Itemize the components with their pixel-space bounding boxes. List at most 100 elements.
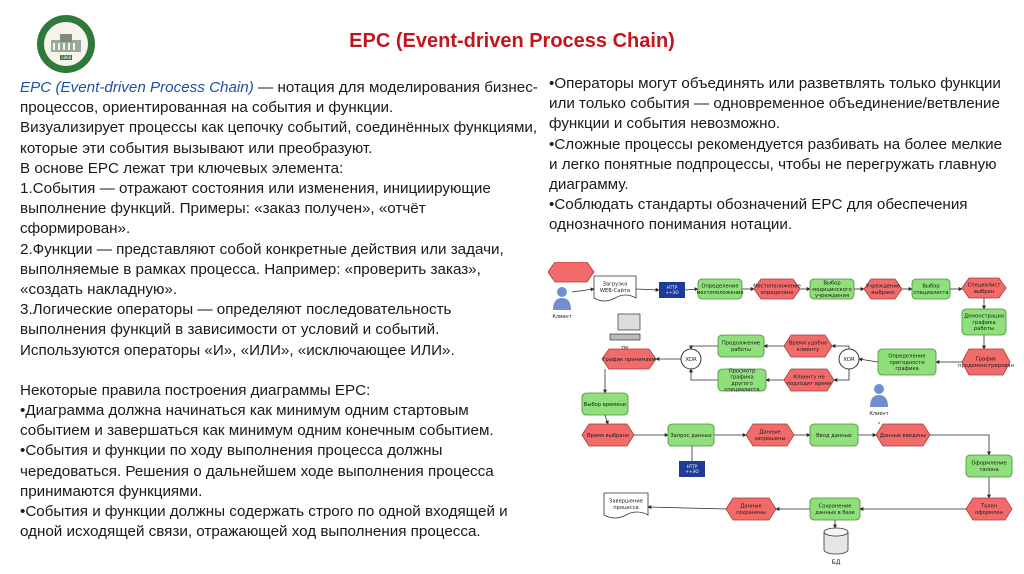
intro-paragraph: EPC (Event-driven Process Chain) — нотац… xyxy=(20,78,540,118)
event-node xyxy=(863,278,903,300)
event-node xyxy=(961,277,1007,299)
connector xyxy=(833,369,850,382)
person-label: Клиент xyxy=(869,411,888,417)
info-system-node xyxy=(679,461,705,477)
xor-operator xyxy=(680,348,702,370)
left-line: 3.Логические операторы — определяют посл… xyxy=(20,301,455,359)
right-column: •Операторы могут объединять или разветвл… xyxy=(549,74,1009,236)
database-icon xyxy=(823,532,849,555)
database-label: БД xyxy=(832,559,841,566)
event-node-label: График принимаем xyxy=(602,357,655,363)
function-node xyxy=(809,497,861,521)
left-line: 2.Функции — представляют собой конкретны… xyxy=(20,240,504,299)
rule-item: •Сложные процессы рекомендуется разбиват… xyxy=(549,135,1003,194)
function-node xyxy=(961,308,1007,336)
function-node xyxy=(911,278,951,300)
rules-heading: Некоторые правила построения диаграммы E… xyxy=(20,381,371,399)
connector xyxy=(571,287,595,293)
info-system-node-label: HTTP++ЭО xyxy=(685,464,699,474)
connector xyxy=(635,287,660,292)
function-node xyxy=(697,278,743,300)
rule-item: •Соблюдать стандарты обозначений EPC для… xyxy=(549,196,968,234)
rule-item: •События и функции должны содержать стро… xyxy=(20,503,508,541)
info-system-node-label: HTTP++ЭО xyxy=(665,285,679,295)
connector xyxy=(689,368,718,381)
function-node xyxy=(877,348,937,376)
connector xyxy=(647,505,727,510)
page-title: EPC (Event-driven Process Chain) xyxy=(349,30,675,52)
info-system-node xyxy=(659,282,685,298)
event-node xyxy=(965,497,1013,521)
function-node-label: Выбор времени xyxy=(584,402,626,408)
diagram-connectors xyxy=(571,287,991,529)
function-node xyxy=(717,368,767,392)
connector xyxy=(689,345,718,350)
connector xyxy=(684,287,699,292)
intro-rest: — нотация для моделирования бизнес-проце… xyxy=(20,79,538,117)
function-node xyxy=(667,423,715,447)
connector xyxy=(858,357,879,363)
person-icon xyxy=(557,287,567,297)
keyboard-icon xyxy=(609,333,641,341)
rule-item: •Диаграмма должна начинаться как минимум… xyxy=(20,402,494,440)
event-node xyxy=(745,423,795,447)
event-node xyxy=(725,497,777,521)
connector xyxy=(831,344,850,349)
diagram-nodes: КлиентЗагрузкаWEB-СайтаПКHTTP++ЭООпредел… xyxy=(548,262,1014,566)
function-node xyxy=(809,423,859,447)
left-line: Визуализирует процессы как цепочку событ… xyxy=(20,119,538,157)
function-node xyxy=(965,454,1013,478)
function-node-label: Ввод данных xyxy=(816,433,852,439)
function-node-label: Запрос данных xyxy=(670,433,712,439)
university-logo: 1868 xyxy=(37,15,95,73)
event-node xyxy=(961,348,1011,376)
event-node xyxy=(783,334,833,358)
left-line: В основе EPC лежат три ключевых элемента… xyxy=(20,159,344,177)
event-node xyxy=(783,368,835,392)
function-node xyxy=(809,278,855,300)
connector xyxy=(930,434,991,456)
person-icon xyxy=(553,298,571,310)
svg-text:1868: 1868 xyxy=(61,55,72,60)
event-node-label: Данные введены xyxy=(880,433,927,439)
connector xyxy=(604,414,609,425)
event-node-label: Время выбрано xyxy=(587,433,629,439)
xor-operator xyxy=(838,348,860,370)
rule-item: •Операторы могут объединять или разветвл… xyxy=(549,75,1001,133)
xor-operator-label: XOR xyxy=(685,357,697,363)
xor-operator-label: XOR xyxy=(843,357,855,363)
database-icon xyxy=(823,527,849,537)
function-node xyxy=(717,334,765,358)
left-column: EPC (Event-driven Process Chain) — нотац… xyxy=(20,78,540,542)
left-line: 1.События — отражают состояния или измен… xyxy=(20,180,491,238)
event-node xyxy=(875,423,931,447)
document-node xyxy=(603,492,649,519)
event-node xyxy=(581,423,635,447)
epc-diagram: КлиентЗагрузкаWEB-СайтаПКHTTP++ЭООпредел… xyxy=(548,262,1014,566)
event-node xyxy=(601,348,657,370)
person-icon xyxy=(874,384,884,394)
document-node xyxy=(593,275,637,302)
intro-term: EPC (Event-driven Process Chain) xyxy=(20,79,254,96)
person-label: Клиент xyxy=(552,314,571,320)
computer-icon xyxy=(617,313,641,331)
